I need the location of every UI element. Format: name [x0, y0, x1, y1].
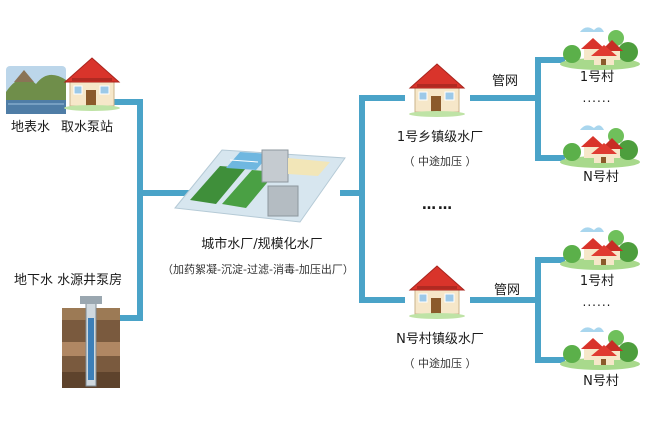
pipe-city-to-lower: [359, 193, 405, 303]
city-water-plant-image: [174, 149, 346, 223]
pipe-upper-network-branch: [535, 98, 565, 161]
lower-village-top-label: 1号村: [579, 274, 615, 289]
groundwater-label: 地下水 水源井泵房: [14, 273, 123, 288]
pipe-lower-network-branch: [535, 300, 565, 363]
village-icon-lower-bottom: [560, 327, 640, 370]
pipe-city-to-upper: [340, 95, 405, 196]
village-plant-label: N号村镇级水厂: [396, 332, 484, 347]
upper-village-top-label: 1号村: [579, 70, 615, 85]
pipe-upper-network: [470, 57, 565, 101]
lower-village-bottom-label: N号村: [583, 374, 619, 389]
city-plant-process: （加药絮凝-沉淀-过滤-消毒-加压出厂）: [162, 263, 354, 276]
lower-pipe-label: 管网: [494, 283, 521, 298]
town-plant-note: （ 中途加压 ）: [403, 155, 477, 168]
pump-station-label: 取水泵站: [61, 120, 114, 135]
middle-ellipsis: ……: [422, 197, 454, 213]
village-plant-note: （ 中途加压 ）: [403, 357, 477, 370]
town-plant-label: 1号乡镇级水厂: [396, 130, 484, 145]
city-plant-label: 城市水厂/规模化水厂: [201, 237, 323, 252]
village-icon-upper-top: [560, 27, 640, 70]
village-icon-lower-top: [560, 227, 640, 270]
pipe-lower-network: [470, 257, 565, 303]
upper-village-bottom-label: N号村: [583, 170, 619, 185]
village-plant-icon: [408, 265, 466, 320]
pipe-surface-to-city: [110, 99, 200, 196]
pipe-ground-to-city: [110, 193, 143, 321]
town-plant-icon: [408, 63, 466, 118]
groundwater-well-image: [62, 296, 120, 388]
upper-village-ellipsis: ......: [582, 91, 612, 105]
surface-water-image: [6, 66, 66, 114]
lower-village-ellipsis: ......: [582, 295, 612, 309]
pipe-network: [110, 57, 565, 363]
pump-station-icon: [63, 57, 121, 112]
surface-water-label: 地表水: [11, 120, 51, 135]
upper-pipe-label: 管网: [492, 74, 519, 89]
village-icon-upper-bottom: [560, 125, 640, 168]
